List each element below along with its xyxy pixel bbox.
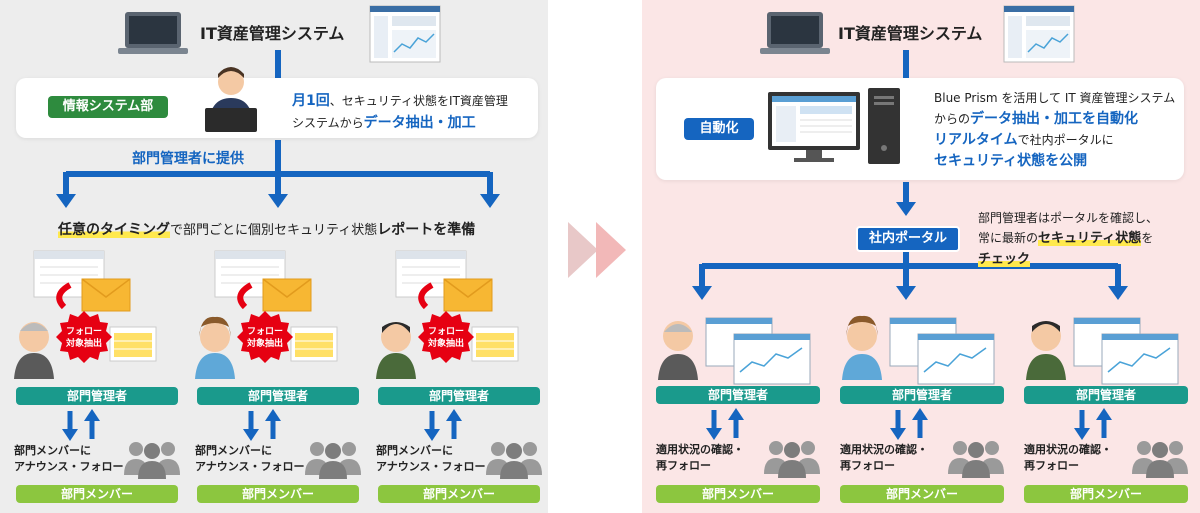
updown-arrows bbox=[1074, 408, 1112, 440]
action-text: 部門メンバーにアナウンス・フォロー bbox=[14, 444, 124, 473]
updown-arrows bbox=[62, 409, 100, 441]
automation-description: Blue Prism を活用して IT 資産管理システム からのデータ抽出・加工… bbox=[934, 91, 1176, 169]
left-columns: フォロー 対象抽出 部門管理者 部門メンバーにアナウンス・フォロー 部門メンバー bbox=[0, 245, 548, 513]
portal-screens-icon bbox=[842, 315, 995, 385]
left-column-2: フォロー 対象抽出 部門管理者 部門メンバーにアナウンス・フォロー 部門メンバー bbox=[193, 245, 363, 513]
svg-text:対象抽出: 対象抽出 bbox=[427, 337, 464, 349]
manager-bar: 部門管理者 bbox=[16, 387, 178, 405]
left-arrows-layer bbox=[56, 5, 500, 208]
manager-bar: 部門管理者 bbox=[197, 387, 359, 405]
laptop-icon bbox=[118, 12, 188, 54]
group-people-icon bbox=[486, 442, 542, 479]
members-bar: 部門メンバー bbox=[656, 485, 820, 503]
badge-text-2: 対象抽出 bbox=[65, 337, 102, 349]
updown-arrows bbox=[890, 408, 928, 440]
manager-bar: 部門管理者 bbox=[840, 386, 1004, 404]
right-column-1: 部門管理者 適用状況の確認・再フォロー 部門メンバー bbox=[652, 300, 824, 513]
left-system-title: IT資産管理システム bbox=[200, 24, 345, 43]
manager-bar: 部門管理者 bbox=[378, 387, 540, 405]
portal-note: 部門管理者はポータルを確認し、 常に最新のセキュリティ状態を チェック bbox=[978, 211, 1159, 267]
action-text: 適用状況の確認・再フォロー bbox=[1024, 443, 1112, 472]
right-system-title: IT資産管理システム bbox=[838, 24, 983, 43]
portal-screens-icon bbox=[1026, 317, 1179, 385]
action-text: 適用状況の確認・再フォロー bbox=[840, 443, 928, 472]
manager-bar: 部門管理者 bbox=[656, 386, 820, 404]
right-column-3: 部門管理者 適用状況の確認・再フォロー 部門メンバー bbox=[1020, 300, 1192, 513]
svg-text:フォロー: フォロー bbox=[247, 327, 283, 337]
follow-badge-icon: フォロー 対象抽出 bbox=[56, 311, 112, 363]
updown-arrows bbox=[243, 409, 281, 441]
automation-card: 自動化 Blue Prism を活用して IT 資産管理システム からのデータ抽… bbox=[656, 78, 1184, 180]
system-screenshot-icon bbox=[369, 5, 441, 63]
desktop-computer-icon bbox=[768, 88, 900, 164]
members-bar: 部門メンバー bbox=[840, 485, 1004, 503]
members-bar: 部門メンバー bbox=[1024, 485, 1188, 503]
updown-arrows bbox=[424, 409, 462, 441]
info-system-card: 情報システム部 月1回、セキュリティ状態をIT資産管理 システムからデータ抽出・… bbox=[16, 67, 538, 138]
group-people-icon bbox=[124, 442, 180, 479]
report-doc-icon bbox=[376, 250, 519, 379]
members-bar: 部門メンバー bbox=[16, 485, 178, 503]
dept-label: 情報システム部 bbox=[48, 96, 168, 118]
report-doc-icon bbox=[14, 250, 157, 379]
left-panel: IT資産管理システム 情報システム部 月1回、セキュリティ状態をIT資産管理 シ… bbox=[0, 0, 548, 513]
group-people-icon bbox=[948, 441, 1004, 478]
group-people-icon bbox=[305, 442, 361, 479]
auto-label: 自動化 bbox=[684, 118, 754, 140]
right-column-2: 部門管理者 適用状況の確認・再フォロー 部門メンバー bbox=[836, 300, 1008, 513]
manager-bar: 部門管理者 bbox=[1024, 386, 1188, 404]
system-screenshot-icon bbox=[1003, 5, 1075, 63]
provide-label: 部門管理者に提供 bbox=[132, 151, 244, 167]
members-bar: 部門メンバー bbox=[378, 485, 540, 503]
right-panel: IT資産管理システム 自動化 Blue Prism を活用して IT 資産管理シ… bbox=[642, 0, 1200, 513]
monthly-line1: 月1回、セキュリティ状態をIT資産管理 bbox=[292, 93, 508, 109]
left-column-1: フォロー 対象抽出 部門管理者 部門メンバーにアナウンス・フォロー 部門メンバー bbox=[12, 245, 182, 513]
group-people-icon bbox=[1132, 441, 1188, 478]
action-text: 適用状況の確認・再フォロー bbox=[656, 443, 744, 472]
follow-badge-icon: フォロー 対象抽出 bbox=[237, 311, 293, 363]
right-arrows-layer bbox=[692, 5, 1128, 300]
portal-label: 社内ポータル bbox=[856, 226, 960, 252]
updown-arrows bbox=[706, 408, 744, 440]
right-columns: 部門管理者 適用状況の確認・再フォロー 部門メンバー bbox=[642, 300, 1200, 513]
report-statement: 任意のタイミングで部門ごとに個別セキュリティ状態レポートを準備 bbox=[58, 222, 476, 238]
portal-screens-icon bbox=[658, 317, 811, 385]
report-doc-icon bbox=[195, 250, 338, 379]
badge-text-1: フォロー bbox=[66, 327, 102, 337]
action-text: 部門メンバーにアナウンス・フォロー bbox=[195, 444, 305, 473]
members-bar: 部門メンバー bbox=[197, 485, 359, 503]
admin-person-icon bbox=[205, 67, 257, 132]
group-people-icon bbox=[764, 441, 820, 478]
monthly-line2: システムからデータ抽出・加工 bbox=[292, 115, 476, 131]
follow-badge-icon: フォロー 対象抽出 bbox=[418, 311, 474, 363]
svg-text:フォロー: フォロー bbox=[428, 327, 464, 337]
action-text: 部門メンバーにアナウンス・フォロー bbox=[376, 444, 486, 473]
svg-text:対象抽出: 対象抽出 bbox=[246, 337, 283, 349]
laptop-icon bbox=[760, 12, 830, 54]
left-column-3: フォロー 対象抽出 部門管理者 部門メンバーにアナウンス・フォロー 部門メンバー bbox=[374, 245, 544, 513]
